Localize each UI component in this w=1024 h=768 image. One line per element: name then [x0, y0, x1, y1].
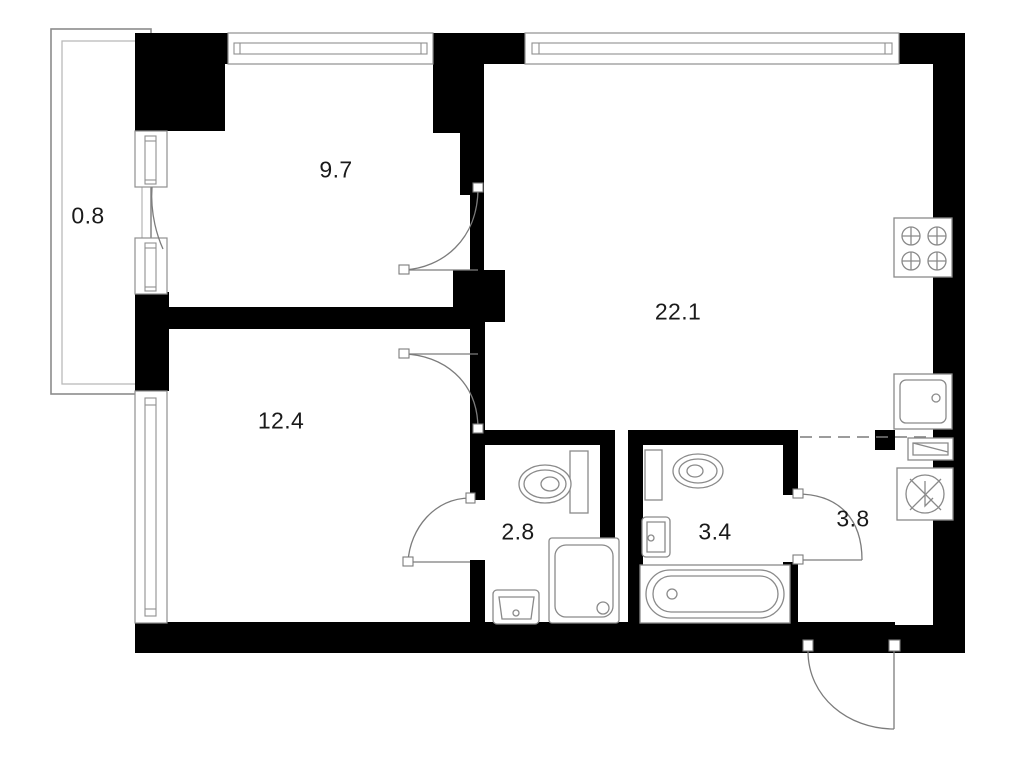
- balcony-door-swing: [151, 186, 164, 250]
- room-door-swing: [403, 353, 479, 430]
- living-window: [524, 32, 900, 65]
- area-label-hall-3-8: 3.8: [836, 505, 870, 532]
- room-window-left: [134, 390, 168, 624]
- entrance-door-swing: [807, 650, 895, 730]
- toilet-icon-2: [644, 449, 724, 501]
- area-label-room-12-4: 12.4: [257, 407, 305, 434]
- kitchen-sink-icon: [893, 373, 953, 430]
- hall-door-swing: [796, 493, 863, 561]
- shower-tray-icon: [548, 537, 620, 624]
- area-label-bath-3-4: 3.4: [698, 518, 732, 545]
- washbasin-icon-2: [641, 516, 671, 558]
- bathroom-shower-door-swing: [407, 497, 471, 563]
- stove-4-burner-icon: [893, 217, 953, 278]
- area-label-bedroom: 9.7: [319, 156, 353, 183]
- balcony-outline: [50, 28, 152, 395]
- bathtub-icon: [639, 564, 791, 624]
- area-label-balcony: 0.8: [71, 202, 105, 229]
- bedroom-door-swing: [403, 187, 479, 271]
- area-label-bath-2-8: 2.8: [501, 518, 535, 545]
- bedroom-window: [227, 32, 434, 65]
- door-swings: [151, 182, 901, 730]
- washbasin-icon: [492, 589, 540, 625]
- washing-machine-icon: [896, 467, 954, 521]
- counter-unit-icon: [907, 437, 954, 461]
- area-label-living: 22.1: [654, 298, 702, 325]
- balcony-door-upper-leaf: [134, 130, 168, 188]
- toilet-icon: [518, 450, 589, 514]
